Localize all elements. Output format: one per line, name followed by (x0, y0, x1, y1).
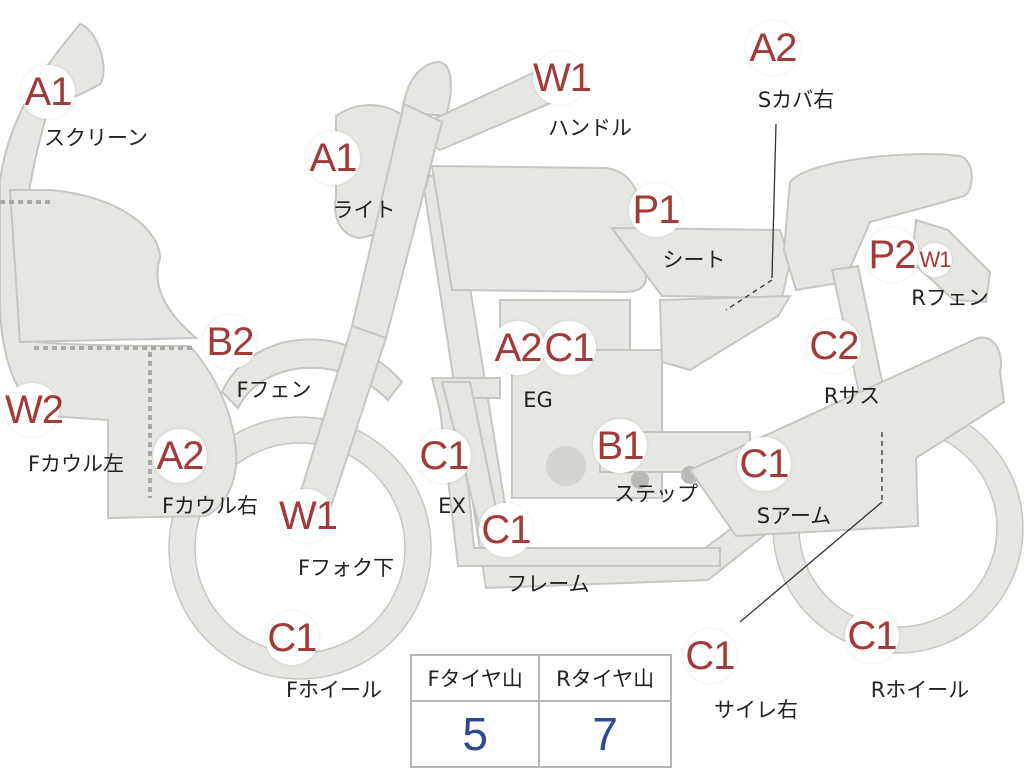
part-code-side-cover-right: A2 (746, 21, 800, 75)
part-label-frame: フレーム (506, 572, 590, 596)
engine-cover-shape (546, 446, 586, 486)
part-code-front-cowl-left: W2 (5, 383, 64, 437)
part-label-screen: スクリーン (44, 126, 148, 150)
part-label-side-cover-right: Sカバ右 (757, 88, 835, 112)
part-code-light: A1 (306, 131, 360, 185)
cowl-upper-shape (8, 189, 199, 344)
silencer-leader (739, 501, 883, 623)
part-label-front-fork-lower: Fフォク下 (297, 556, 395, 580)
rear-tail-shape (782, 153, 973, 292)
part-label-rear-fender: Rフェン (911, 286, 989, 310)
part-label-front-cowl-left: Fカウル左 (27, 452, 125, 476)
part-code-handle: W1 (533, 51, 592, 105)
part-label-light: ライト (332, 198, 396, 222)
part-code-swing-arm: C1 (737, 437, 791, 491)
part-code-rear-fender: P2 (865, 228, 919, 282)
part-label-front-wheel: Fホイール (285, 678, 383, 702)
part-label-front-cowl-right: Fカウル右 (161, 494, 259, 518)
part-label-swing-arm: Sアーム (756, 504, 832, 528)
part-code-front-wheel: C1 (265, 611, 319, 665)
part-code-front-fender: B2 (203, 315, 257, 369)
part-code-frame: C1 (479, 503, 533, 557)
part-code-exhaust: C1 (417, 429, 471, 483)
part-label-seat: シート (662, 248, 726, 272)
part-code-rear-wheel: C1 (845, 609, 899, 663)
part-code-silencer-right: C1 (683, 629, 737, 683)
handlebar-shape (400, 60, 452, 118)
part-code-engine: A2 (491, 321, 545, 375)
part-code-front-cowl-right: A2 (153, 429, 207, 483)
side-cover-leader (771, 123, 777, 279)
part-code-seat: P1 (629, 183, 683, 237)
side-cover-leader-dash (725, 279, 773, 311)
part-label-exhaust: EX (438, 494, 466, 518)
part-code-front-fork-lower: W1 (279, 489, 338, 543)
front-tire-header: Fタイヤ山 (409, 654, 541, 702)
part-code-step: B1 (593, 419, 647, 473)
part-code-screen: A1 (21, 65, 75, 119)
part-label-silencer-right: サイレ右 (714, 698, 798, 722)
part-label-engine: EG (523, 388, 553, 412)
part-label-step: ステップ (614, 482, 698, 506)
part-label-front-fender: Fフェン (236, 378, 312, 402)
part-label-rear-wheel: Rホイール (870, 678, 970, 702)
side-cover-shape (658, 294, 792, 372)
front-tire-value: 5 (409, 700, 541, 768)
part-code-rear-suspension: C2 (807, 319, 861, 373)
part-code-rear-fender-secondary: W1 (918, 243, 952, 277)
part-code-engine-secondary: C1 (542, 321, 596, 375)
part-label-handle: ハンドル (548, 116, 632, 140)
rear-tire-value: 7 (538, 700, 672, 768)
step-peg-left (631, 471, 649, 489)
part-label-rear-suspension: Rサス (823, 384, 881, 408)
rear-tire-header: Rタイヤ山 (538, 654, 672, 702)
tire-tread-table: Fタイヤ山 Rタイヤ山 5 7 (409, 654, 672, 768)
